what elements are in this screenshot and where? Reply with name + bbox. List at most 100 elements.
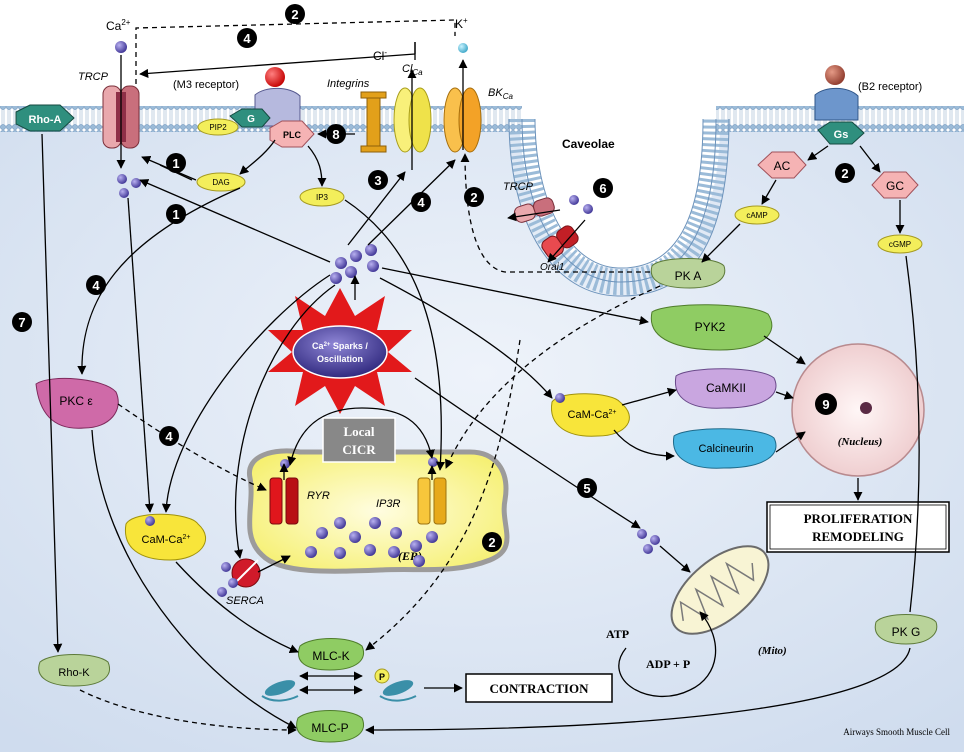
ip3r-channel xyxy=(417,477,447,525)
k-ion-label: K+ xyxy=(455,16,468,31)
plc-label: PLC xyxy=(283,130,302,140)
sparks-label-2: Oscillation xyxy=(317,354,363,364)
step-1-a: 1 xyxy=(166,153,186,173)
calcineurin-label: Calcineurin xyxy=(698,443,753,455)
svg-text:4: 4 xyxy=(92,278,100,293)
trcp-caveolae-label: TRCP xyxy=(503,181,534,193)
bkca-label: BKCa xyxy=(488,87,513,101)
svg-text:4: 4 xyxy=(165,429,173,444)
ac-shape xyxy=(757,151,807,179)
svg-text:4: 4 xyxy=(417,195,425,210)
pkc-label: PKC ε xyxy=(59,394,93,408)
cgmp-label: cGMP xyxy=(889,240,911,249)
caveolae: Caveolae TRCP Orai1 xyxy=(503,137,615,273)
camp-pathway: AC cAMP PK A xyxy=(650,151,807,289)
svg-text:5: 5 xyxy=(583,481,590,496)
ryr-label: RYR xyxy=(307,490,330,502)
cam-ca-right-label: CaM-Ca2+ xyxy=(568,409,617,421)
proliferation-label-1: PROLIFERATION xyxy=(804,511,913,526)
ac-label: AC xyxy=(774,159,791,173)
step-4-top: 4 xyxy=(237,28,257,48)
step-2-bk: 2 xyxy=(464,187,484,207)
svg-text:1: 1 xyxy=(172,207,179,222)
pyk2: PYK2 xyxy=(650,304,773,351)
mito-label: (Mito) xyxy=(758,645,787,657)
svg-text:9: 9 xyxy=(822,397,829,412)
cam-ca-left-label: CaM-Ca2+ xyxy=(142,534,191,546)
ca-ion-label: Ca2+ xyxy=(106,18,131,33)
ca-dots xyxy=(117,174,660,554)
caveolae-label: Caveolae xyxy=(562,137,615,151)
proliferation-label-2: REMODELING xyxy=(812,529,904,544)
rho-a: Rho-A xyxy=(15,104,75,132)
ryr-channel xyxy=(269,477,299,525)
trcp-label: TRCP xyxy=(78,71,109,83)
myosin-light-chains: P xyxy=(261,668,417,702)
b2-ligand xyxy=(825,65,845,85)
cgmp-pathway: GC cGMP PK G xyxy=(871,171,938,645)
g-protein-label: G xyxy=(247,114,255,125)
step-1-b: 1 xyxy=(166,204,186,224)
step-9: 9 xyxy=(815,393,837,415)
b2-label: (B2 receptor) xyxy=(858,81,922,93)
ip3r-label: IP3R xyxy=(376,498,401,510)
atp-label: ATP xyxy=(606,627,629,641)
m3-ligand xyxy=(265,67,285,87)
rho-k: Rho-K xyxy=(38,654,110,687)
m3-label: (M3 receptor) xyxy=(173,79,239,91)
dag-label: DAG xyxy=(212,178,229,187)
step-8: 8 xyxy=(326,124,346,144)
mlc-p-label: MLC-P xyxy=(311,721,348,735)
svg-text:2: 2 xyxy=(488,535,495,550)
camkii: CaMKII xyxy=(674,368,777,409)
svg-text:6: 6 xyxy=(599,181,606,196)
ion-labels: Ca2+ Cl- K+ xyxy=(106,16,468,63)
svg-text:7: 7 xyxy=(18,315,25,330)
gc-shape xyxy=(871,171,919,199)
svg-text:3: 3 xyxy=(374,173,381,188)
step-5: 5 xyxy=(577,478,597,498)
camkii-label: CaMKII xyxy=(706,381,746,395)
clca-channel: ClCa xyxy=(393,63,432,153)
svg-text:8: 8 xyxy=(332,127,339,142)
serca-pump xyxy=(231,558,261,588)
pka-label: PK A xyxy=(675,269,702,283)
contraction-label: CONTRACTION xyxy=(490,681,590,696)
svg-text:2: 2 xyxy=(470,190,477,205)
svg-text:2: 2 xyxy=(841,166,848,181)
er: (ER) Local CICR RYR IP3R SERCA xyxy=(217,417,510,607)
rho-a-label: Rho-A xyxy=(29,114,62,126)
svg-text:4: 4 xyxy=(243,31,251,46)
step-2-mlck: 2 xyxy=(482,532,502,552)
step-2-b2: 2 xyxy=(835,163,855,183)
local-cicr-2: CICR xyxy=(342,442,376,457)
orai-channel xyxy=(541,225,579,259)
calcineurin: Calcineurin xyxy=(673,428,777,469)
step-4-mid: 4 xyxy=(411,192,431,212)
svg-text:1: 1 xyxy=(172,156,179,171)
local-cicr-1: Local xyxy=(343,424,374,439)
camp-label: cAMP xyxy=(746,211,767,220)
phospho-label: P xyxy=(379,672,385,682)
pkg-label: PK G xyxy=(892,625,921,639)
b2-receptor: (B2 receptor) Gs xyxy=(814,65,922,145)
nucleus: (Nucleus) xyxy=(791,343,925,477)
k-ion-dot xyxy=(458,43,468,53)
m3-receptor: (M3 receptor) G PLC PIP2 xyxy=(173,67,315,148)
pkc-epsilon: PKC ε xyxy=(35,377,119,429)
step-4-er: 4 xyxy=(159,426,179,446)
mitochondrion: (Mito) ATP ADP + P xyxy=(606,545,787,698)
cam-ca-right: CaM-Ca2+ xyxy=(551,393,630,437)
adp-label: ADP + P xyxy=(646,657,690,671)
ca-sparks: Ca2+ Sparks / Oscillation xyxy=(268,288,412,414)
step-2-top: 2 xyxy=(285,4,305,24)
ca-ion-dot xyxy=(115,41,127,53)
cell-label: Airways Smooth Muscle Cell xyxy=(843,727,950,737)
ip3-label: IP3 xyxy=(316,193,329,202)
mlc-k: MLC-K xyxy=(298,638,364,671)
cam-ca-left: CaM-Ca2+ xyxy=(124,513,206,561)
orai-label: Orai1 xyxy=(540,262,564,273)
arrows xyxy=(41,19,920,735)
nucleus-label: (Nucleus) xyxy=(838,436,883,448)
